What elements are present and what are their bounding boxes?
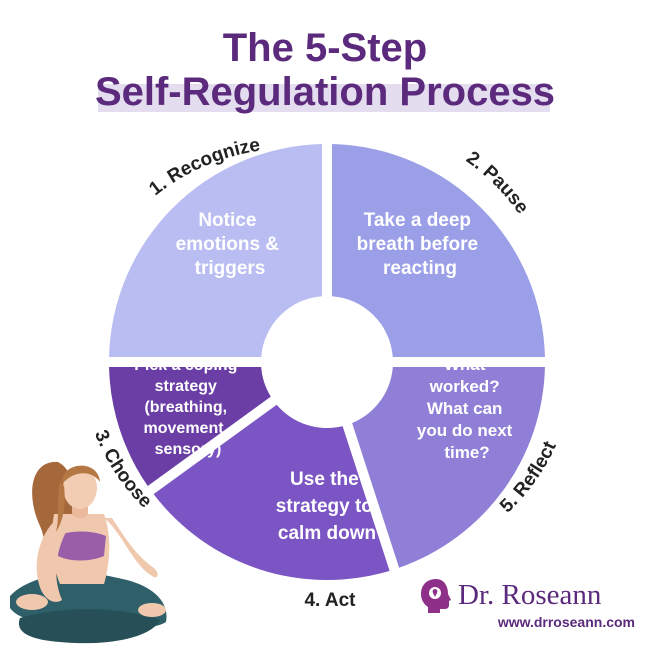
segment-choose (109, 366, 271, 487)
step-text-reflect: What worked? What can you do next time? (417, 355, 517, 462)
title-line-1: The 5-Step (222, 26, 428, 70)
step-label-act: 4. Act (304, 590, 356, 611)
step-text-choose: Pick a coping strategy (breathing, movem… (134, 357, 242, 458)
head-silhouette-icon (421, 579, 451, 613)
segment-reflect (352, 366, 545, 568)
step-text-recognize: Notice emotions & triggers (176, 210, 285, 279)
segment-act (153, 404, 390, 580)
step-text-act: Use the strategy to calm down (276, 469, 378, 544)
brand-name: Dr. Roseann (458, 579, 602, 611)
brand-website-link[interactable]: www.drroseann.com (497, 614, 635, 630)
title-highlight-band (98, 84, 550, 112)
segment-recognize (109, 144, 323, 358)
title-line-2: Self-Regulation Process (94, 70, 556, 114)
step-text-pause: Take a deep breath before reacting (357, 210, 484, 279)
brand-logo: Dr. Roseann (420, 576, 645, 616)
segment-pause (331, 144, 545, 358)
meditating-woman-illustration (10, 461, 167, 644)
